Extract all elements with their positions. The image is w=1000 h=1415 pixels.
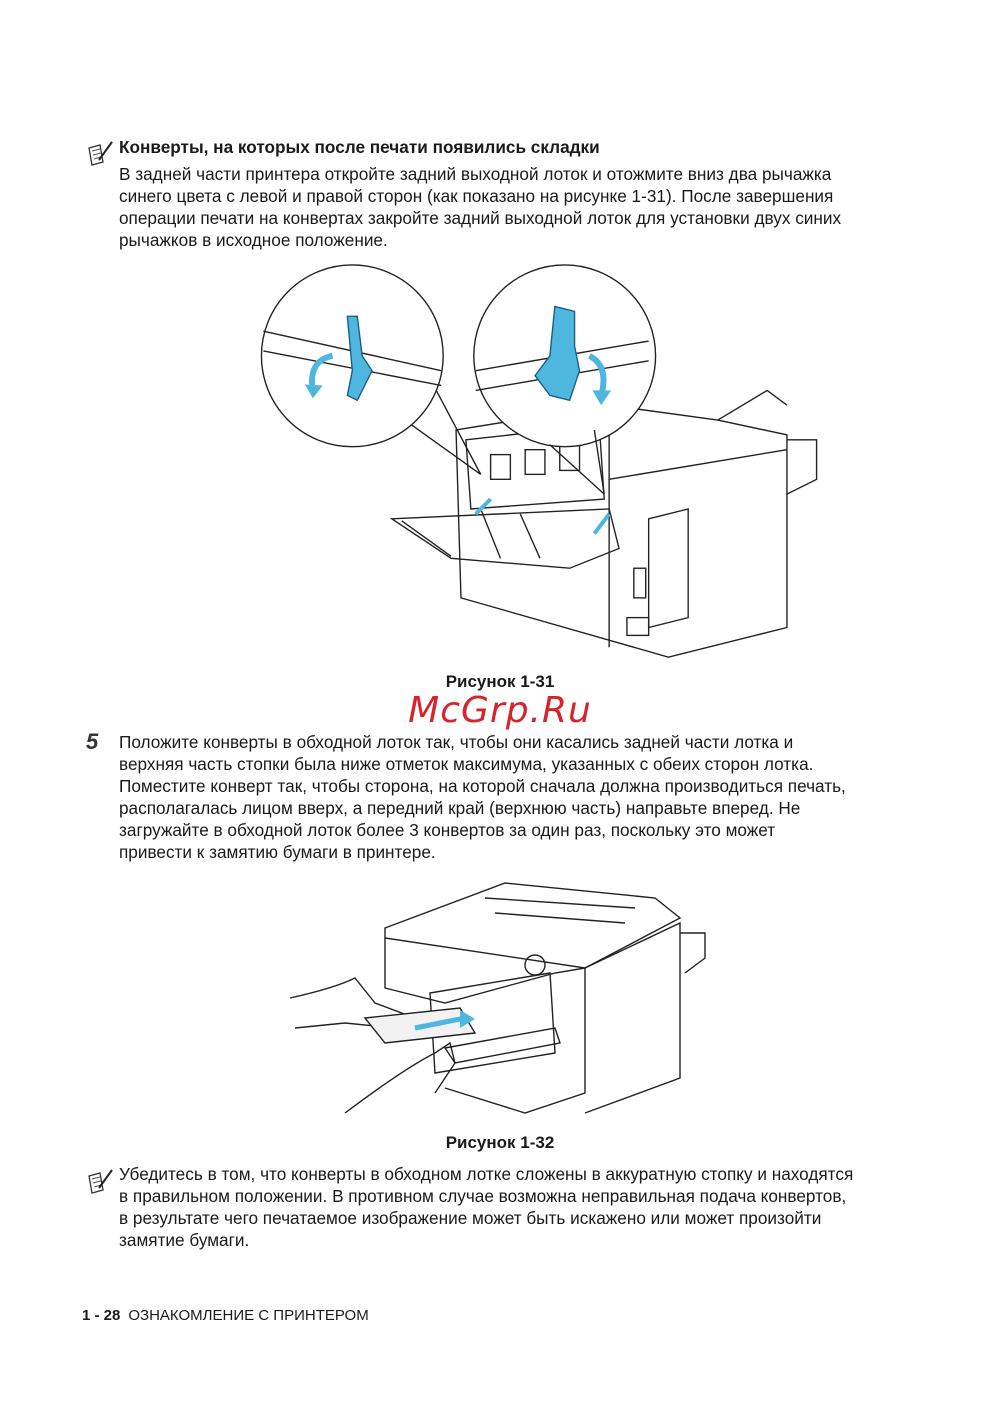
note-text-line: операции печати на конвертах закройте за… [119, 208, 842, 228]
note-pencil-icon [88, 1169, 113, 1194]
figure-1-31-illustration [260, 264, 818, 658]
note-title: Конверты, на которых после печати появил… [119, 137, 600, 157]
right-zoom-circle [473, 264, 657, 495]
step-text-line: верхняя часть стопки была ниже отметок м… [119, 754, 814, 774]
step-number: 5 [86, 729, 99, 754]
printer-front-drawing [384, 882, 706, 1114]
hands-and-envelope [289, 977, 561, 1114]
step-text-line: располагалась лицом вверх, а передний кр… [119, 798, 801, 818]
note-text-line: синего цвета с левой и правой сторон (ка… [119, 186, 834, 206]
step-text-line: загружайте в обходной лоток более 3 конв… [119, 820, 776, 840]
watermark: McGrp.Ru [408, 690, 592, 731]
step-text-line: Поместите конверт так, чтобы сторона, на… [119, 776, 846, 796]
step-text-line: Положите конверты в обходной лоток так, … [119, 732, 794, 752]
note-text-line: в правильном положении. В противном случ… [119, 1186, 847, 1206]
note-text-line: в результате чего печатаемое изображение… [119, 1208, 822, 1228]
page-footer: 1 - 28 ОЗНАКОМЛЕНИЕ С ПРИНТЕРОМ [82, 1307, 369, 1325]
page-number: 1 - 28 [82, 1307, 121, 1324]
step-text-line: привести к замятию бумаги в принтере. [119, 842, 436, 862]
figure-1-32-caption: Рисунок 1-32 [445, 1133, 555, 1152]
figure-1-32-illustration [289, 882, 706, 1114]
figure-1-31-caption: Рисунок 1-31 [445, 672, 555, 691]
left-zoom-circle [260, 264, 482, 475]
note-text-line: В задней части принтера откройте задний … [119, 164, 832, 184]
note-text-line: рычажков в исходное положение. [119, 230, 388, 250]
section-title: ОЗНАКОМЛЕНИЕ С ПРИНТЕРОМ [128, 1307, 369, 1324]
note-text-line: замятие бумаги. [119, 1230, 250, 1250]
note-pencil-icon [88, 141, 113, 166]
note-text-line: Убедитесь в том, что конверты в обходном… [119, 1164, 854, 1184]
